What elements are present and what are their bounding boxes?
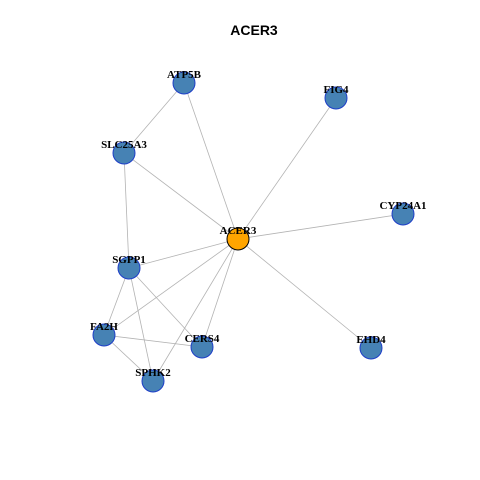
node-label-sphk2: SPHK2	[135, 367, 171, 379]
node-sgpp1	[117, 256, 141, 280]
edge-sgpp1-sphk2	[128, 267, 154, 382]
edge-fa2h-cers4	[103, 334, 203, 348]
graph-title: ACER3	[230, 22, 278, 38]
edge-acer3-fa2h	[103, 238, 239, 336]
node-ehd4	[359, 336, 383, 360]
edge-sgpp1-fa2h	[103, 267, 130, 336]
edge-atp5b-slc25a3	[123, 82, 185, 154]
node-label-acer3: ACER3	[220, 225, 257, 237]
edge-acer3-sgpp1	[128, 238, 239, 269]
edge-sgpp1-cers4	[128, 267, 203, 348]
node-label-fa2h: FA2H	[90, 321, 118, 333]
node-atp5b	[172, 71, 196, 95]
node-label-fig4: FIG4	[323, 84, 349, 96]
node-label-ehd4: EHD4	[356, 334, 386, 346]
node-fig4	[324, 86, 348, 110]
edge-acer3-sphk2	[152, 238, 239, 382]
node-acer3	[226, 227, 250, 251]
edges-layer	[103, 82, 404, 382]
node-label-cers4: CERS4	[185, 333, 220, 345]
node-label-atp5b: ATP5B	[167, 69, 202, 81]
edge-acer3-slc25a3	[123, 152, 239, 240]
edge-acer3-atp5b	[183, 82, 239, 240]
node-label-sgpp1: SGPP1	[112, 254, 146, 266]
node-fa2h	[92, 323, 116, 347]
node-label-cyp24a1: CYP24A1	[379, 200, 426, 212]
edge-acer3-cyp24a1	[237, 213, 404, 240]
edge-acer3-fig4	[237, 97, 337, 240]
node-cyp24a1	[391, 202, 415, 226]
edge-acer3-ehd4	[237, 238, 372, 349]
nodes-layer	[92, 71, 415, 393]
node-sphk2	[141, 369, 165, 393]
node-label-slc25a3: SLC25A3	[101, 139, 147, 151]
node-slc25a3	[112, 141, 136, 165]
edge-slc25a3-sgpp1	[123, 152, 130, 269]
edge-acer3-cers4	[201, 238, 239, 348]
node-cers4	[190, 335, 214, 359]
